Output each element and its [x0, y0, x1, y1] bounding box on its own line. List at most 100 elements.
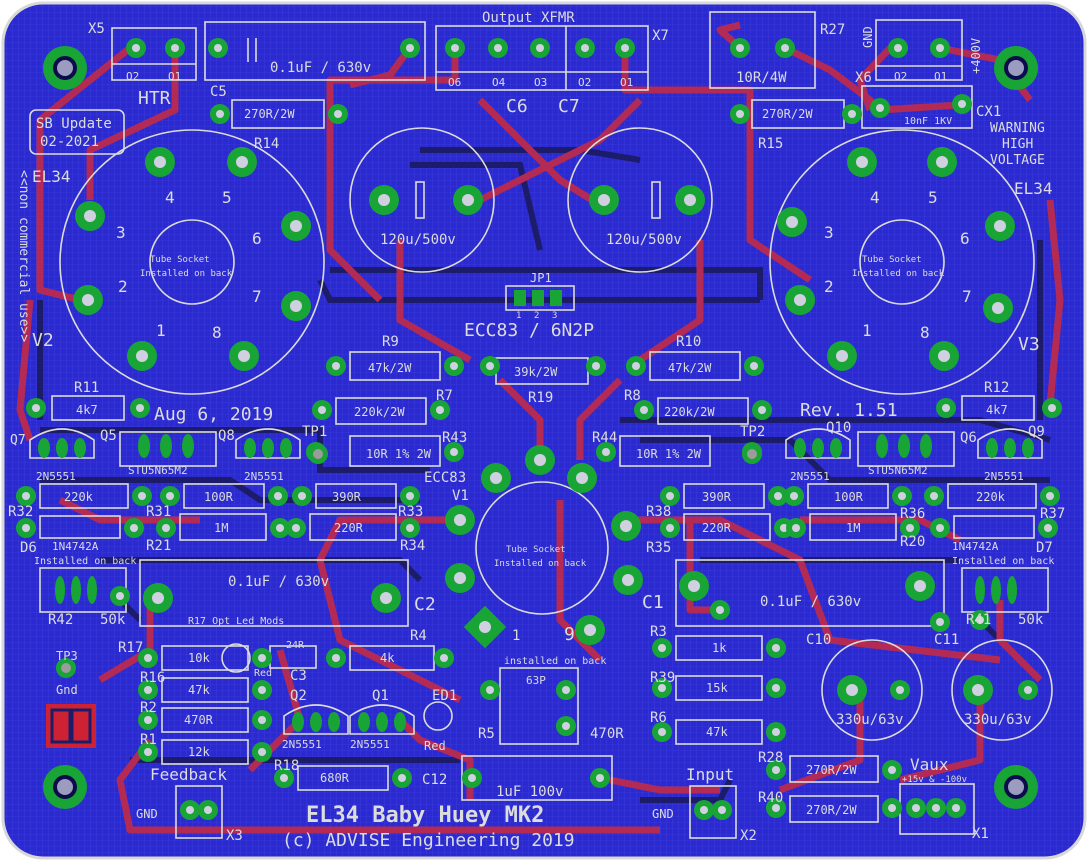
- label-r5: R5: [478, 726, 495, 742]
- label-r43-value: 10R 1% 2W: [366, 447, 432, 461]
- label-r32: R32: [8, 504, 33, 520]
- label-tp1: TP1: [302, 424, 327, 440]
- label-q7: Q7: [10, 433, 26, 448]
- label-r41-value: 50k: [1018, 612, 1044, 628]
- svg-text:2: 2: [118, 277, 128, 296]
- svg-text:5: 5: [928, 188, 938, 207]
- label-jp1: JP1: [530, 271, 552, 285]
- svg-text:7: 7: [252, 287, 262, 306]
- label-c10-value: 330u/63v: [836, 712, 903, 728]
- label-x3: X3: [226, 828, 243, 844]
- tube-socket-v1: [475, 481, 609, 615]
- label-high: HIGH: [1002, 137, 1033, 152]
- led-red-left: [221, 643, 251, 673]
- label-d7-value: 1N4742A: [952, 540, 999, 553]
- label-r5-value: 63P: [526, 674, 546, 687]
- board-subtitle: (c) ADVISE Engineering 2019: [282, 830, 575, 851]
- label-r38-value: 390R: [702, 490, 732, 504]
- label-v3: V3: [1018, 334, 1040, 355]
- label-led-red-left: Red: [254, 668, 272, 679]
- resistor-r40: [789, 795, 879, 823]
- resistor-r7: [335, 397, 427, 425]
- svg-text:2: 2: [824, 277, 834, 296]
- label-pin-o2-left: O2: [126, 70, 139, 83]
- label-el34-left: EL34: [32, 167, 71, 186]
- svg-text:8: 8: [920, 323, 930, 342]
- capacitor-c6: [349, 127, 495, 273]
- label-r12: R12: [984, 380, 1009, 396]
- label-c1-value: 0.1uF / 630v: [760, 594, 861, 610]
- label-r35-value: 220R: [702, 521, 732, 535]
- label-r42-value: 50k: [100, 612, 126, 628]
- label-c5: C5: [210, 84, 227, 100]
- label-r16-value: 47k: [188, 683, 210, 697]
- label-r2: R2: [140, 700, 157, 716]
- label-r21: R21: [146, 538, 171, 554]
- diode-d6: [39, 515, 121, 539]
- jumper-jp1: [505, 285, 575, 311]
- label-q9-part: 2N5551: [984, 470, 1024, 483]
- capacitor-cx1: [861, 85, 973, 129]
- label-pin-o6: O6: [448, 76, 461, 89]
- label-r4: R4: [410, 628, 427, 644]
- label-r39: R39: [650, 670, 675, 686]
- label-r8: R8: [624, 388, 641, 404]
- label-pin-o1-right: O1: [934, 70, 947, 83]
- svg-text:3: 3: [824, 223, 834, 242]
- label-q2-part: 2N5551: [282, 738, 322, 751]
- label-q10: Q10: [826, 420, 851, 436]
- label-c7-value: 120u/500v: [606, 232, 682, 248]
- board-title: EL34 Baby Huey MK2: [306, 803, 544, 828]
- label-q1-part: 2N5551: [350, 738, 390, 751]
- label-cx1-value: 10nF 1KV: [904, 116, 952, 127]
- label-q6-part: STU5N65M2: [868, 464, 928, 477]
- capacitor-c7: [567, 127, 713, 273]
- label-c6: C6: [506, 96, 528, 117]
- label-r35: R35: [646, 540, 671, 556]
- label-r7-value: 220k/2W: [354, 405, 405, 419]
- transistor-q8: [235, 428, 301, 459]
- label-sb-update: SB Update: [36, 116, 112, 132]
- mounting-hole-bottom-left: [43, 765, 87, 809]
- label-r5-ohm: 470R: [590, 726, 624, 742]
- label-gnd-x6: GND: [861, 26, 875, 48]
- resistor-r44: [619, 435, 711, 467]
- connector-x6: [875, 19, 963, 81]
- label-v1-installed-back: Installed on back: [494, 559, 587, 569]
- resistor-r14: [231, 99, 325, 129]
- label-jp1-pin3: 3: [552, 311, 557, 321]
- label-r4-value: 4k: [380, 651, 395, 665]
- label-d7: D7: [1036, 540, 1053, 556]
- label-vaux: Vaux: [910, 755, 949, 774]
- svg-text:6: 6: [252, 229, 262, 248]
- label-q8: Q8: [218, 428, 235, 444]
- label-r19: R19: [528, 390, 553, 406]
- transistor-q10: [785, 428, 851, 459]
- resistor-r17: [161, 645, 249, 671]
- transistor-q1: [349, 704, 415, 735]
- resistor-r18: [297, 765, 389, 791]
- resistor-r31: [183, 483, 265, 509]
- label-r37: R37: [1040, 506, 1065, 522]
- resistor-r12: [961, 395, 1035, 421]
- label-jp1-pin2: 2: [534, 311, 539, 321]
- trimmer-r5: [499, 667, 579, 745]
- label-ed1-value: Red: [424, 739, 446, 753]
- label-c1: C1: [642, 592, 664, 613]
- resistor-r43: [349, 435, 441, 467]
- label-r11-value: 4k7: [76, 403, 98, 417]
- label-pin-o3: O3: [534, 76, 547, 89]
- label-el34-right: EL34: [1014, 179, 1053, 198]
- svg-text:8: 8: [212, 323, 222, 342]
- label-400v: +400V: [969, 38, 983, 74]
- label-date: Aug 6, 2019: [154, 404, 273, 425]
- label-q6: Q6: [960, 430, 977, 446]
- resistor-r34: [309, 513, 397, 541]
- label-r6-value: 47k: [706, 725, 728, 739]
- connector-x2: [689, 785, 737, 839]
- label-r21-value: 1M: [214, 521, 228, 535]
- svg-text:7: 7: [962, 287, 972, 306]
- resistor-r32: [39, 483, 129, 509]
- label-r6: R6: [650, 710, 667, 726]
